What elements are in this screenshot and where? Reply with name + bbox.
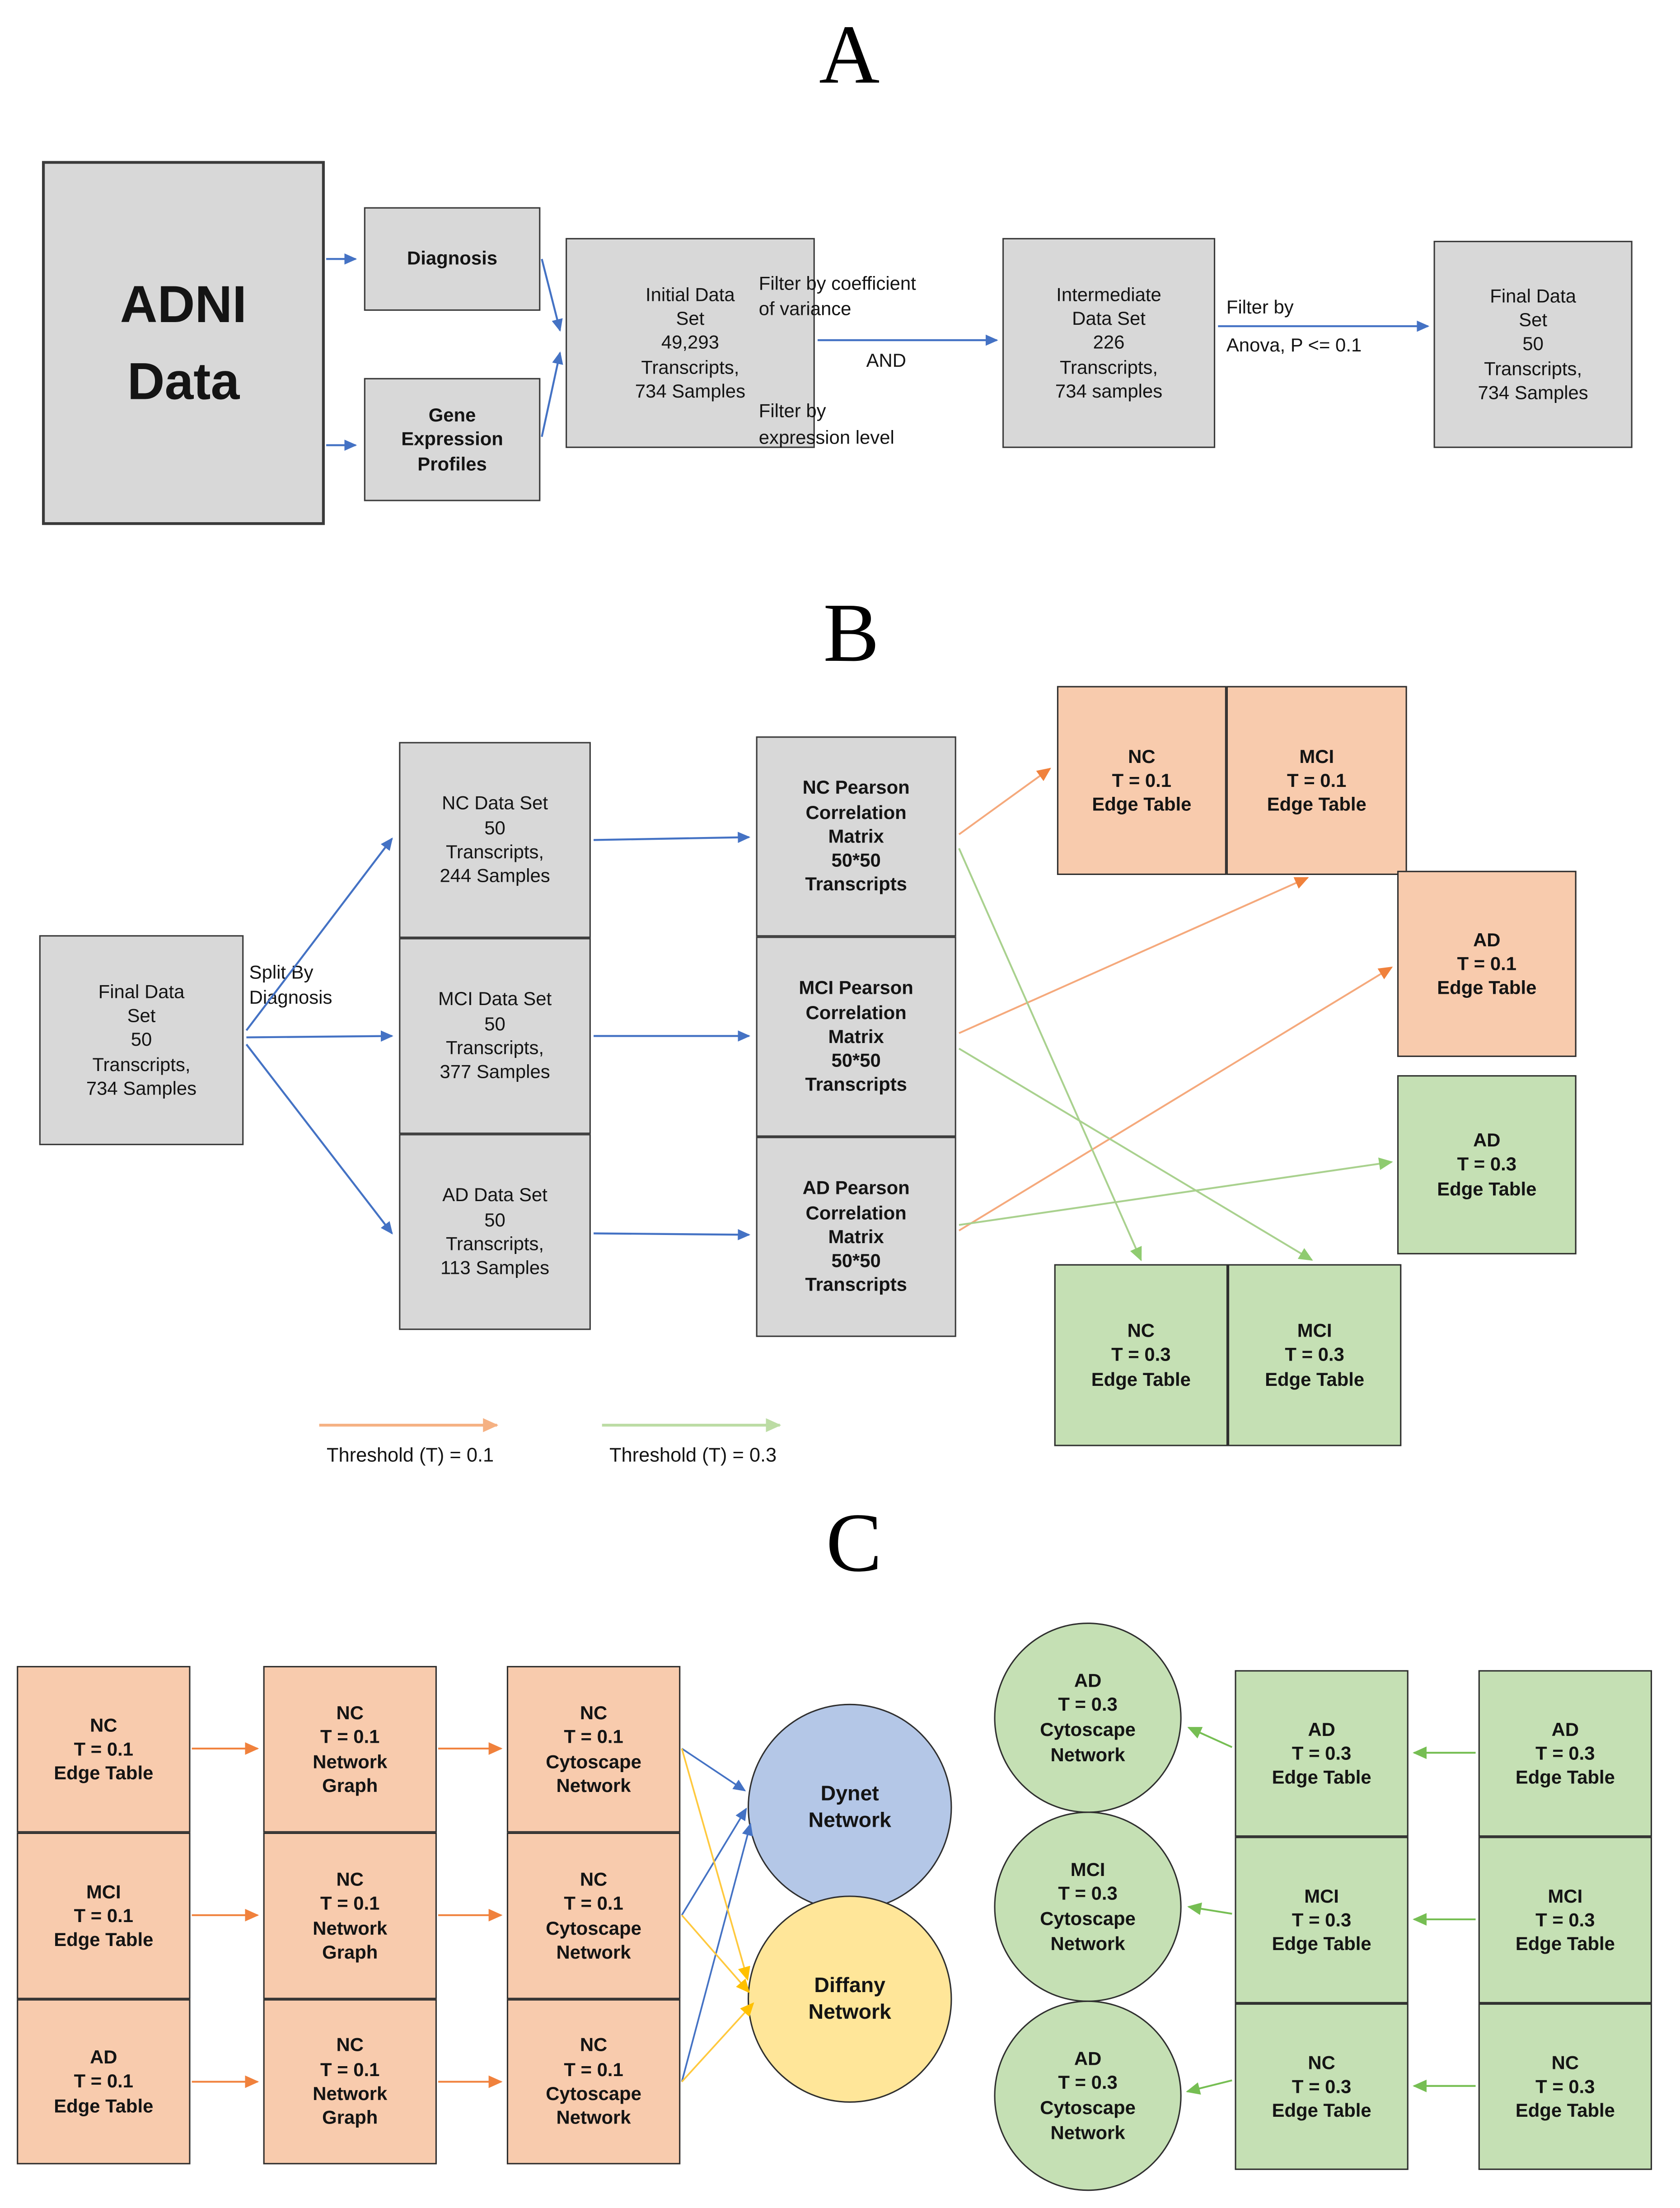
label-filter-cov-top: Filter by coefficient of variance (758, 273, 916, 320)
arrow-ncdata-to-ncpearson (594, 832, 751, 843)
arrow-adpearson-to-adedge01 (958, 966, 1393, 1231)
node-c-right-nc-t03-edge-table: NC T = 0.3 Edge Table (1478, 2003, 1652, 2170)
arrow-c-cyto3-to-dynet (681, 1823, 753, 2082)
node-c-mid-ad-t03-edge-table: AD T = 0.3 Edge Table (1235, 1670, 1409, 1837)
panel-c-title: C (826, 1497, 882, 1589)
node-c-right-mci-t03-edge-table: MCI T = 0.3 Edge Table (1478, 1837, 1652, 2003)
node-nc-t01-edge-table-b: NC T = 0.1 Edge Table (1057, 686, 1226, 875)
node-nc-pearson-matrix: NC Pearson Correlation Matrix 50*50 Tran… (756, 736, 956, 937)
arrow-final-to-mci-data (246, 1030, 393, 1042)
label-filter-coefficient-variance: Filter by coefficient of variance AND Fi… (759, 246, 1014, 476)
node-mci-pearson-matrix: MCI Pearson Correlation Matrix 50*50 Tra… (756, 936, 956, 1137)
arrow-c-medge3-to-circle3 (1186, 2079, 1232, 2095)
node-mci-t01-edge-table-b: MCI T = 0.1 Edge Table (1226, 686, 1407, 875)
arrow-geneexp-to-initial (541, 351, 563, 437)
node-mci-data-set: MCI Data Set 50 Transcripts, 377 Samples (399, 938, 591, 1134)
legend-threshold-t01-label: Threshold (T) = 0.1 (326, 1443, 494, 1466)
node-nc-t03-edge-table-b: NC T = 0.3 Edge Table (1054, 1264, 1228, 1446)
node-intermediate-data-set: Intermediate Data Set 226 Transcripts, 7… (1002, 238, 1216, 448)
node-nc-data-set: NC Data Set 50 Transcripts, 244 Samples (399, 742, 591, 938)
arrow-ncpearson-to-ncedge01 (958, 767, 1051, 835)
node-c-cytoscape-network-3: NC T = 0.1 Cytoscape Network (506, 1999, 681, 2165)
node-c-mid-nc-t03-edge-table: NC T = 0.3 Edge Table (1235, 2003, 1409, 2170)
arrow-c-cyto1-to-dynet (681, 1748, 746, 1792)
legend-threshold-t03-label: Threshold (T) = 0.3 (609, 1443, 777, 1466)
arrow-c-cyto1-to-diffany (681, 1748, 750, 1981)
arrow-c-cyto2-to-dynet (681, 1807, 747, 1916)
panel-a-title: A (819, 8, 880, 101)
node-c-cytoscape-network-1: NC T = 0.1 Cytoscape Network (506, 1666, 681, 1833)
arrow-c-cyto2-to-diffany (681, 1914, 750, 1993)
arrow-c-cyto3-to-diffany (681, 2002, 754, 2082)
node-gene-expression-profiles: Gene Expression Profiles (364, 378, 541, 501)
arrow-final-to-ad-data (245, 1043, 393, 1235)
label-filter-cov-and: AND (866, 350, 906, 371)
node-c-cytoscape-network-2: NC T = 0.1 Cytoscape Network (506, 1832, 681, 1999)
node-c-mid-mci-t03-edge-table: MCI T = 0.3 Edge Table (1235, 1837, 1409, 2003)
arrow-mcipearson-to-mciedge01 (959, 877, 1309, 1034)
node-mci-t03-edge-table-b: MCI T = 0.3 Edge Table (1227, 1264, 1402, 1446)
arrow-ncpearson-to-ncedge03 (958, 848, 1142, 1262)
node-c-ad-t01-edge-table: AD T = 0.1 Edge Table (17, 1999, 191, 2165)
node-c-network-graph-3: NC T = 0.1 Network Graph (263, 1999, 437, 2165)
arrow-diagnosis-to-initial (541, 258, 563, 332)
node-c-network-graph-2: NC T = 0.1 Network Graph (263, 1832, 437, 1999)
node-diffany-network: Diffany Network (747, 1895, 952, 2103)
node-diagnosis: Diagnosis (364, 207, 541, 311)
label-split-by-diagnosis: Split By Diagnosis (249, 962, 332, 1009)
node-initial-data-set: Initial Data Set 49,293 Transcripts, 734… (566, 238, 815, 448)
node-c-ad-t03-cytoscape-circle-2: AD T = 0.3 Cytoscape Network (994, 2000, 1182, 2191)
node-c-network-graph-1: NC T = 0.1 Network Graph (263, 1666, 437, 1833)
node-adni-data: ADNI Data (42, 161, 325, 525)
node-c-nc-t01-edge-table: NC T = 0.1 Edge Table (17, 1666, 191, 1833)
arrow-addata-to-adpearson (594, 1229, 751, 1240)
arrow-c-medge2-to-circle2 (1187, 1902, 1232, 1915)
arrow-adpearson-to-adedge03 (959, 1157, 1393, 1226)
node-ad-pearson-matrix: AD Pearson Correlation Matrix 50*50 Tran… (756, 1137, 956, 1337)
node-c-right-ad-t03-edge-table: AD T = 0.3 Edge Table (1478, 1670, 1652, 1837)
node-c-ad-t03-cytoscape-circle-1: AD T = 0.3 Cytoscape Network (994, 1622, 1182, 1813)
node-ad-data-set: AD Data Set 50 Transcripts, 113 Samples (399, 1134, 591, 1330)
panel-b-title: B (823, 586, 880, 679)
node-c-mci-t03-cytoscape-circle: MCI T = 0.3 Cytoscape Network (994, 1811, 1182, 2002)
arrow-c-medge1-to-circle1 (1187, 1726, 1233, 1748)
arrow-mcipearson-to-mciedge03 (958, 1048, 1313, 1261)
node-ad-t01-edge-table-b: AD T = 0.1 Edge Table (1397, 870, 1577, 1057)
node-c-mci-t01-edge-table: MCI T = 0.1 Edge Table (17, 1832, 191, 1999)
node-final-data-set-a: Final Data Set 50 Transcripts, 734 Sampl… (1433, 241, 1633, 448)
label-filter-cov-bottom: Filter by expression level (758, 401, 894, 448)
node-final-data-set-b: Final Data Set 50 Transcripts, 734 Sampl… (39, 935, 244, 1146)
node-dynet-network: Dynet Network (747, 1703, 952, 1911)
node-ad-t03-edge-table-b: AD T = 0.3 Edge Table (1397, 1075, 1577, 1254)
label-filter-anova: Filter by Anova, P <= 0.1 (1226, 297, 1362, 356)
